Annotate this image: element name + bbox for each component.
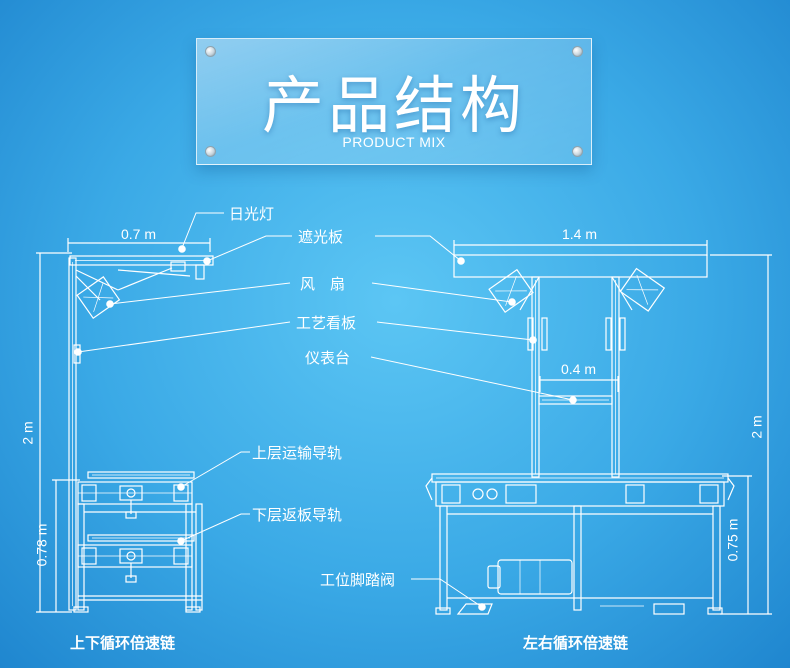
label-upper-rail: 上层运输导轨 xyxy=(252,444,343,462)
label-fan: 风 扇 xyxy=(300,275,346,293)
leader-lines xyxy=(77,212,574,608)
left-machine xyxy=(36,238,214,613)
screw-icon xyxy=(205,146,216,157)
label-instrument-table: 仪表台 xyxy=(305,349,351,367)
page-title: 产品结构 xyxy=(261,69,526,142)
caption-right-machine: 左右循环倍速链 xyxy=(523,634,629,652)
screw-icon xyxy=(572,46,583,57)
dim-right-height: 2 m xyxy=(748,415,765,439)
caption-left-machine: 上下循环倍速链 xyxy=(70,634,176,652)
dim-right-width: 1.4 m xyxy=(562,226,598,242)
label-lower-rail: 下层返板导轨 xyxy=(252,506,343,524)
dim-left-width: 0.7 m xyxy=(121,226,157,242)
label-shade: 遮光板 xyxy=(298,228,344,246)
dim-left-table-height: 0.78 m xyxy=(33,523,50,567)
dim-right-table-height: 0.75 m xyxy=(724,518,741,562)
dim-instrument-width: 0.4 m xyxy=(561,361,597,377)
dim-left-height: 2 m xyxy=(19,421,36,445)
label-process-board: 工艺看板 xyxy=(296,314,357,332)
label-pedal-valve: 工位脚踏阀 xyxy=(320,571,396,589)
screw-icon xyxy=(205,46,216,57)
label-lamp: 日光灯 xyxy=(229,205,275,223)
leader-dots xyxy=(74,245,577,611)
screw-icon xyxy=(572,146,583,157)
right-machine xyxy=(425,240,772,615)
title-plate: 产品结构 PRODUCT MIX xyxy=(196,38,592,165)
page-subtitle: PRODUCT MIX xyxy=(342,134,446,150)
